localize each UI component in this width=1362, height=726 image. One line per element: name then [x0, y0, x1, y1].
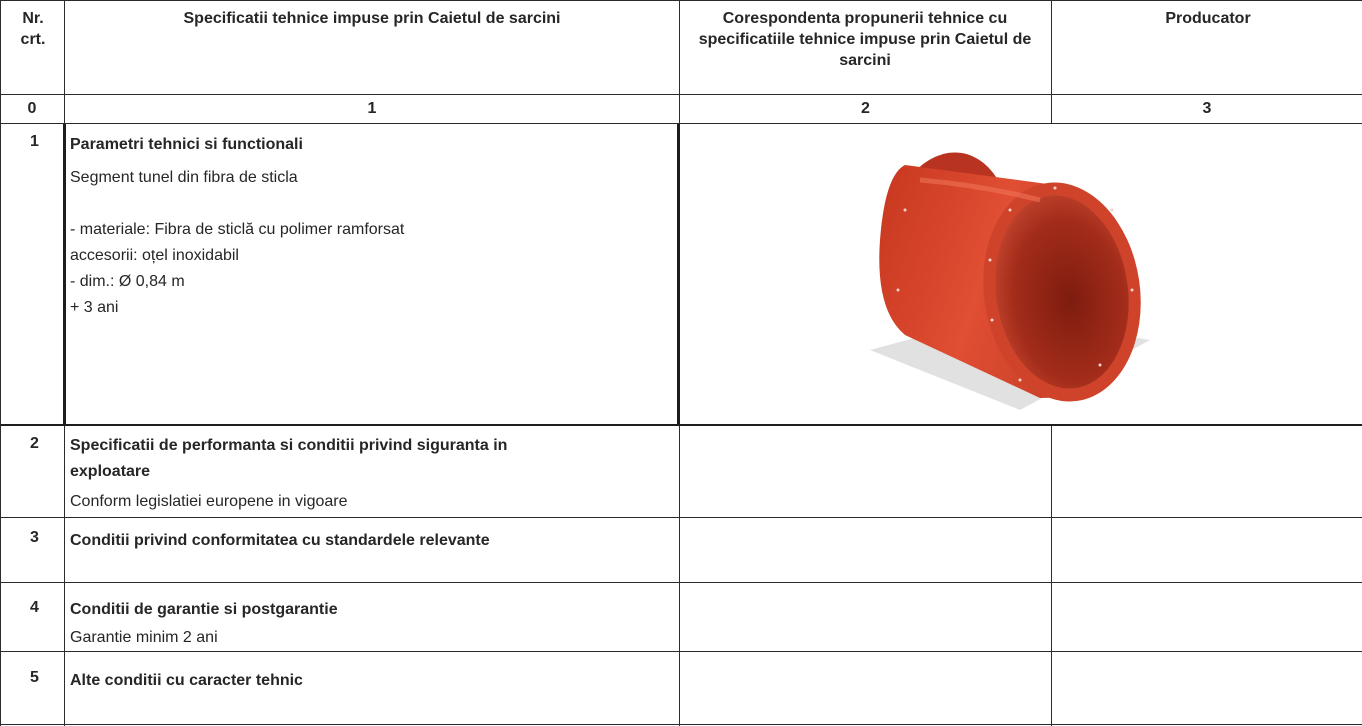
index-row-divider	[0, 123, 1362, 124]
table-border-bottom	[0, 724, 1362, 725]
col0-divider-row1	[63, 124, 66, 426]
index-cell-0: 0	[27, 100, 37, 117]
row3-nr: 3	[30, 529, 39, 546]
row2-nr: 2	[30, 435, 39, 452]
col1-divider-bottom	[679, 426, 680, 726]
row1-line: Segment tunel din fibra de sticla	[70, 169, 298, 186]
row2-line: Conform legislatiei europene in vigoare	[70, 493, 348, 510]
index-cell-3: 3	[1202, 100, 1212, 117]
header-divider	[0, 94, 1362, 95]
header-nr-crt: Nr. crt.	[20, 10, 46, 48]
col2-divider-top	[1051, 0, 1052, 124]
row1-nr: 1	[30, 133, 39, 150]
table-border-top	[0, 0, 1362, 1]
header-corespondenta: Corespondenta propunerii tehnice cu spec…	[698, 10, 1032, 69]
row1-line: accesorii: oțel inoxidabil	[70, 247, 239, 264]
col0-divider-top	[64, 0, 65, 124]
row2-title: exploatare	[70, 463, 151, 480]
row1-title: Parametri tehnici si functionali	[70, 136, 303, 153]
row5-nr: 5	[30, 669, 39, 686]
row4-line: Garantie minim 2 ani	[70, 629, 218, 646]
row4-title: Conditii de garantie si postgarantie	[70, 601, 338, 618]
header-producator: Producator	[1165, 10, 1251, 27]
index-cell-2: 2	[861, 100, 870, 117]
row1-line: + 3 ani	[70, 299, 119, 316]
col1-divider-row1	[677, 124, 680, 426]
header-specificatii: Specificatii tehnice impuse prin Caietul…	[183, 10, 561, 27]
row4-nr: 4	[30, 599, 39, 616]
row1-line: - dim.: Ø 0,84 m	[70, 273, 185, 290]
row1-divider	[0, 424, 1362, 426]
col1-divider-top	[679, 0, 680, 124]
row2-title: Specificatii de performanta si conditii …	[70, 437, 508, 454]
table-border-left	[0, 0, 1, 726]
row3-title: Conditii privind conformitatea cu standa…	[70, 532, 490, 549]
tunnel-segment-image	[870, 152, 1150, 410]
row2-divider	[0, 517, 1362, 518]
row1-line: - materiale: Fibra de sticlă cu polimer …	[70, 221, 405, 238]
row3-divider	[0, 582, 1362, 583]
col2-divider-bottom	[1051, 426, 1052, 726]
row5-title: Alte conditii cu caracter tehnic	[70, 672, 303, 689]
index-cell-1: 1	[367, 100, 377, 117]
row4-divider	[0, 651, 1362, 652]
col0-divider-bottom	[64, 426, 65, 726]
